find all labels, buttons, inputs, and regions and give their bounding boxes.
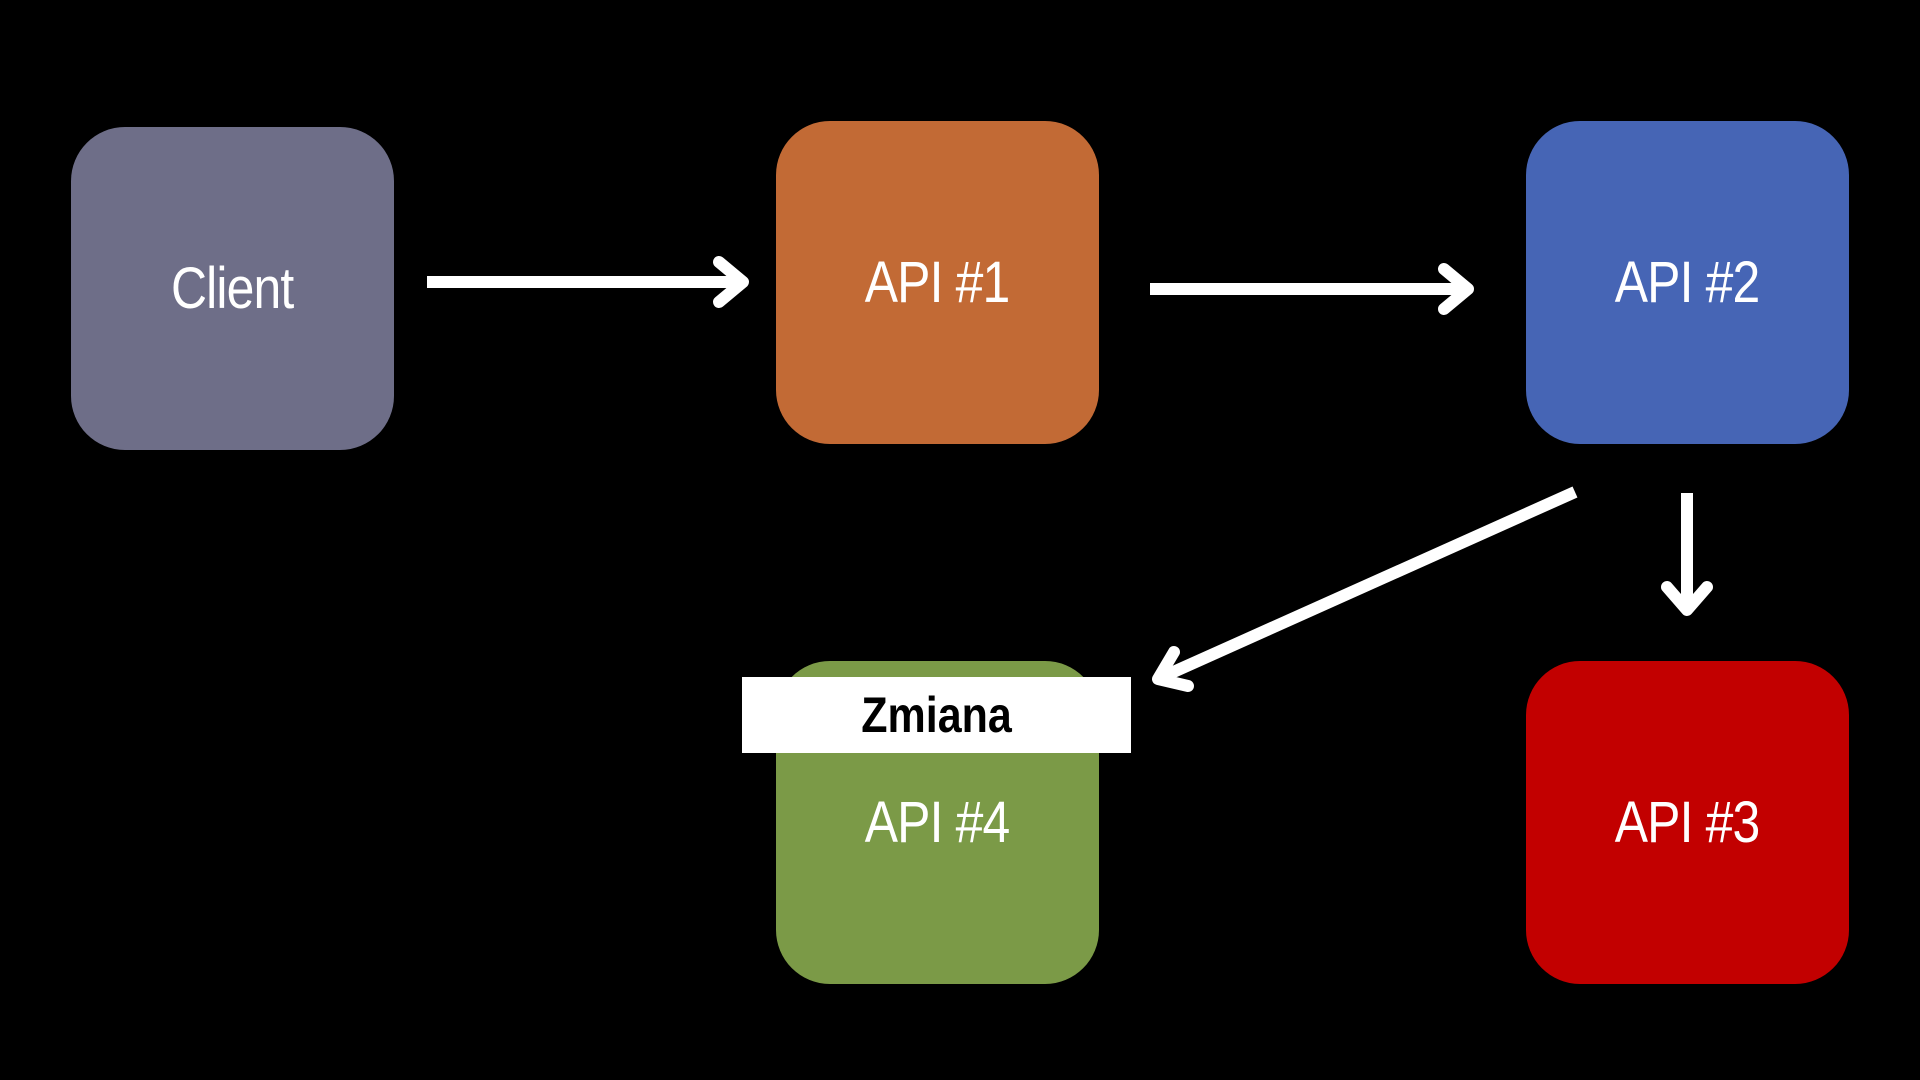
arrow-client-to-api-1 [427, 256, 749, 308]
change-banner-label: Zmiana [861, 687, 1012, 743]
arrow-api-1-to-api-2 [1150, 263, 1474, 315]
api-2-node-label: API #2 [1615, 250, 1760, 315]
api-1-node-label: API #1 [865, 250, 1010, 315]
client-node-label: Client [171, 256, 294, 321]
api-2-node: API #2 [1526, 121, 1849, 444]
arrow-api-2-to-api-4 [1152, 486, 1578, 692]
api-4-node-label: API #4 [865, 790, 1010, 855]
client-node: Client [71, 127, 394, 450]
api-1-node: API #1 [776, 121, 1099, 444]
arrow-api-2-to-api-3 [1661, 493, 1713, 616]
change-banner: Zmiana [742, 677, 1131, 753]
api-3-node-label: API #3 [1615, 790, 1760, 855]
api-3-node: API #3 [1526, 661, 1849, 984]
